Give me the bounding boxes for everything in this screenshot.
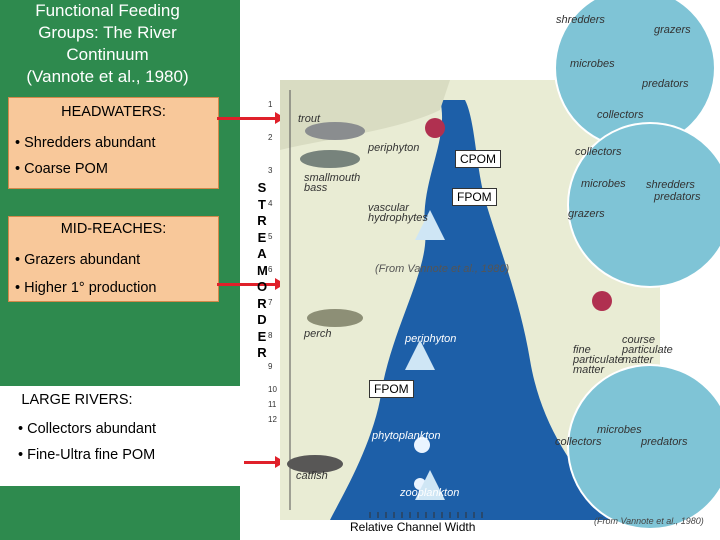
- midreaches-heading: MID-REACHES:: [60, 221, 167, 237]
- flow-arrow-2: [405, 340, 435, 370]
- stream-letter: D: [257, 312, 267, 327]
- midreaches-box: MID-REACHES: • Grazers abundant • Higher…: [8, 216, 219, 302]
- stream-letter: O: [257, 279, 268, 294]
- mid-circle-microbes: microbes: [581, 178, 626, 190]
- mid-circle-predators: predators: [654, 191, 701, 203]
- tag-smallmouth-bass: smallmouth bass: [304, 172, 361, 194]
- tag-catfish: catfish: [296, 470, 328, 482]
- tick-9: 9: [268, 362, 273, 371]
- trout-fish: [305, 122, 365, 140]
- mid-circle-shredders: shredders: [646, 179, 695, 191]
- tag-fine-particulate: fine particulate matter: [573, 344, 624, 376]
- tag-vascular: vascular hydrophytes: [368, 202, 428, 224]
- headwaters-bullet-2: • Coarse POM: [15, 161, 108, 177]
- tag-phytoplankton: phytoplankton: [372, 430, 441, 442]
- mid-community-circle: [567, 122, 720, 288]
- bottom-circle-microbes: microbes: [597, 424, 642, 436]
- stream-letter: A: [257, 246, 267, 261]
- periphyton-top: [425, 118, 445, 138]
- stream-letter: R: [257, 213, 267, 228]
- headwaters-box: HEADWATERS: • Shredders abundant • Coars…: [8, 97, 219, 189]
- top-circle-grazers: grazers: [654, 24, 691, 36]
- tag-periphyton-2: periphyton: [405, 333, 457, 345]
- stream-order-label: S T R E A M O R D E R: [257, 180, 268, 362]
- stream-letter: R: [257, 345, 267, 360]
- tick-12: 12: [268, 415, 277, 424]
- largerivers-heading: LARGE RIVERS:: [21, 392, 133, 408]
- tag-zooplankton: zooplankton: [400, 487, 460, 499]
- cpom-label: CPOM: [455, 150, 501, 168]
- tick-4: 4: [268, 199, 273, 208]
- largerivers-box: LARGE RIVERS: • Collectors abundant • Fi…: [0, 386, 244, 486]
- flow-arrow-1: [415, 210, 445, 240]
- title-line-1: Functional Feeding: [35, 1, 180, 20]
- stream-letter: R: [257, 295, 267, 311]
- stream-order-ticks: 1 2 3 4 5 6 7 8 9 10 11 12: [268, 88, 277, 427]
- course-matter: [592, 291, 612, 311]
- bottom-community-circle: [567, 364, 720, 530]
- phytoplankton-shape: [414, 437, 430, 453]
- x-axis-label: Relative Channel Width: [350, 520, 476, 534]
- tick-10: 10: [268, 385, 277, 394]
- fpom-label-1: FPOM: [452, 188, 497, 206]
- tick-8: 8: [268, 331, 273, 340]
- bottom-circle-collectors: collectors: [555, 436, 602, 448]
- headwaters-heading: HEADWATERS:: [61, 104, 166, 120]
- fpom-label-2: FPOM: [369, 380, 414, 398]
- stream-letter: E: [257, 229, 267, 245]
- bottom-circle-predators: predators: [641, 436, 688, 448]
- top-circle-collectors: collectors: [597, 109, 644, 121]
- stream-letter: T: [258, 196, 266, 212]
- stream-letter: S: [257, 180, 267, 195]
- headwaters-arrow: [217, 117, 277, 120]
- mid-circle-grazers: grazers: [568, 208, 605, 220]
- top-circle-predators: predators: [642, 78, 689, 90]
- flow-arrow-3: [415, 470, 445, 500]
- title-line-2: Groups: The River: [38, 23, 177, 42]
- tag-perch: perch: [304, 328, 332, 340]
- largerivers-arrow: [244, 461, 277, 464]
- x-axis-ticks: [369, 512, 483, 518]
- tag-cite-mid: (From Vannote et al., 1980): [375, 263, 510, 275]
- largerivers-bullet-1: • Collectors abundant: [18, 421, 157, 437]
- stream-letter: E: [257, 328, 267, 344]
- tick-11: 11: [268, 400, 277, 409]
- tick-5: 5: [268, 232, 273, 241]
- citation: (From Vannote et al., 1980): [594, 516, 704, 526]
- top-circle-microbes: microbes: [570, 58, 615, 70]
- top-circle-shredders: shredders: [556, 14, 605, 26]
- stream-letter: M: [257, 262, 268, 278]
- page-title: Functional Feeding Groups: The River Con…: [0, 0, 215, 88]
- bass-fish: [300, 150, 360, 168]
- mid-circle-collectors: collectors: [575, 146, 622, 158]
- title-line-4: (Vannote et al., 1980): [26, 67, 189, 86]
- river-channel: [330, 100, 620, 520]
- perch-fish: [307, 309, 363, 327]
- tick-7: 7: [268, 298, 273, 307]
- title-line-3: Continuum: [66, 45, 149, 64]
- catfish-fish: [287, 455, 343, 473]
- tag-course-particulate: course particulate matter: [622, 334, 673, 366]
- headwaters-bullet-1: • Shredders abundant: [15, 135, 156, 151]
- midreaches-bullet-1: • Grazers abundant: [15, 252, 141, 268]
- tick-2: 2: [268, 133, 273, 142]
- tag-periphyton: periphyton: [368, 142, 420, 154]
- midreaches-bullet-2: • Higher 1° production: [15, 280, 157, 296]
- midreaches-arrow: [217, 283, 277, 286]
- tick-1: 1: [268, 100, 273, 109]
- tick-3: 3: [268, 166, 273, 175]
- largerivers-bullet-2: • Fine-Ultra fine POM: [18, 447, 156, 463]
- tick-6: 6: [268, 265, 273, 274]
- tag-trout: trout: [298, 113, 321, 125]
